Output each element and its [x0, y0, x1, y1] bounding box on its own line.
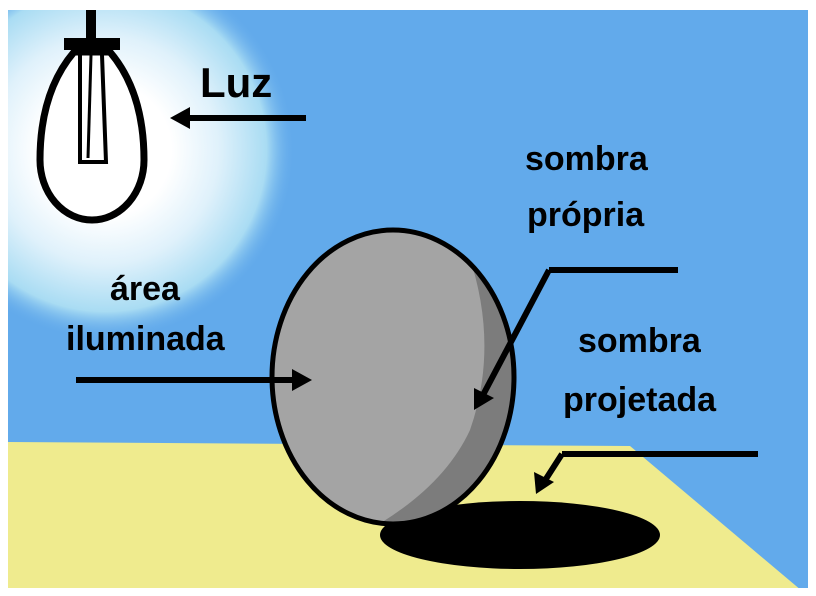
light-bulb-icon	[36, 10, 148, 224]
luz-arrow	[170, 107, 306, 129]
own-shadow-label-line1: sombra	[525, 140, 648, 178]
lit-area-label-line1: área	[110, 270, 180, 308]
cast-shadow-label-line2: projetada	[563, 381, 717, 419]
lit-area-label-line2: iluminada	[66, 320, 225, 358]
cast-shadow-label-line1: sombra	[578, 322, 701, 360]
light-label: Luz	[200, 59, 273, 106]
cast-shadow	[380, 501, 660, 569]
cast-shadow-arrow	[534, 451, 758, 494]
lit-area-arrow	[76, 369, 312, 391]
own-shadow-arrow	[474, 267, 678, 410]
own-shadow-label-line2: própria	[527, 196, 645, 234]
